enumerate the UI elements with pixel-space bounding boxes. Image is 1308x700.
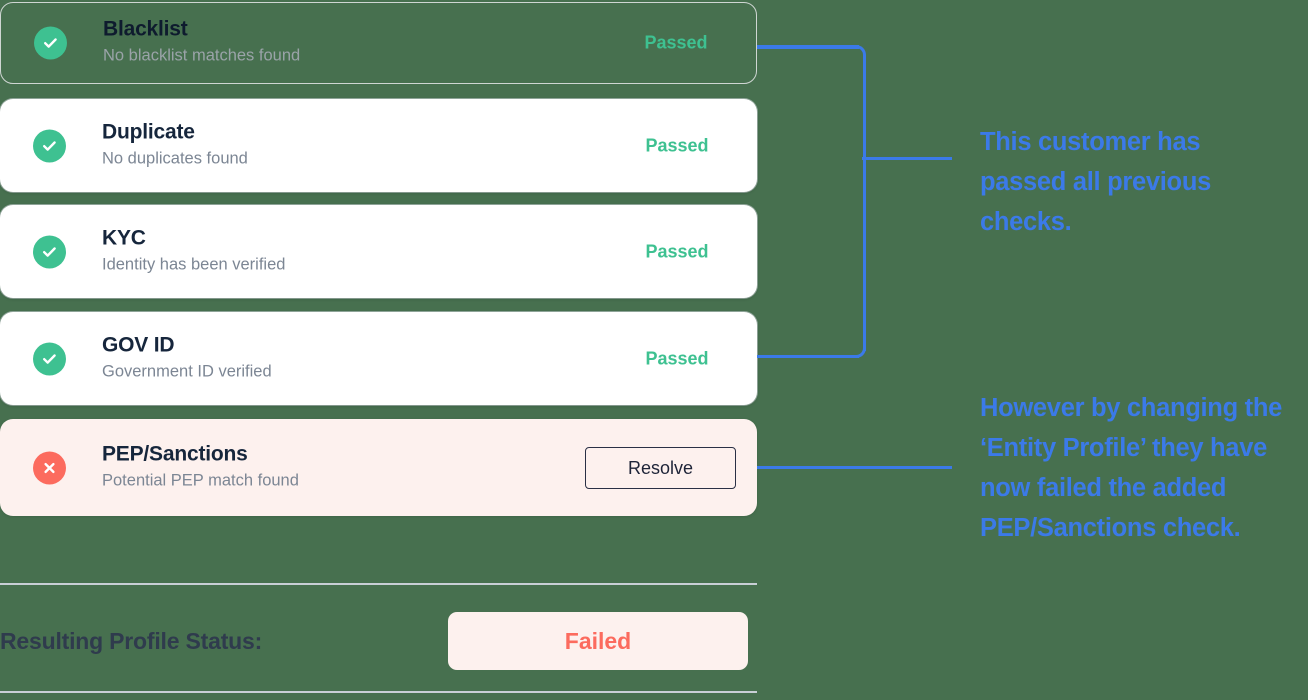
resolve-button[interactable]: Resolve <box>585 446 736 489</box>
check-subtitle: Identity has been verified <box>102 255 286 274</box>
check-card-kyc[interactable]: KYC Identity has been verified Passed <box>0 205 757 298</box>
check-card-blacklist[interactable]: Blacklist No blacklist matches found Pas… <box>0 2 757 84</box>
connector-line-gov-id <box>757 354 859 358</box>
check-subtitle: No blacklist matches found <box>103 46 301 65</box>
check-title: KYC <box>102 226 146 250</box>
check-card-pep-sanctions[interactable]: PEP/Sanctions Potential PEP match found … <box>0 419 757 516</box>
connector-corner-bottom <box>855 347 866 358</box>
x-circle-icon <box>33 451 66 484</box>
check-subtitle: Potential PEP match found <box>102 471 299 490</box>
check-title: Blacklist <box>103 17 188 41</box>
annotation-passed-note: This customer has passed all previous ch… <box>980 128 1211 236</box>
resulting-profile-status-label: Resulting Profile Status: <box>0 628 263 654</box>
connector-line-blacklist <box>757 45 859 49</box>
footer-divider-top <box>0 583 757 585</box>
annotation-failed-note: However by changing the ‘Entity Profile’… <box>980 394 1282 542</box>
connector-line-to-passed-note <box>862 156 952 160</box>
check-circle-icon <box>33 129 66 162</box>
check-status-badge: Passed <box>645 348 709 368</box>
check-card-text: KYC Identity has been verified <box>102 226 285 277</box>
check-subtitle: Government ID verified <box>102 362 272 381</box>
check-status-badge: Passed <box>645 241 709 261</box>
connector-line-to-failed-note <box>757 465 952 469</box>
check-status-badge: Passed <box>645 135 709 155</box>
connector-corner-top <box>855 45 866 56</box>
check-circle-icon <box>33 342 66 375</box>
check-circle-icon <box>33 235 66 268</box>
check-title: PEP/Sanctions <box>102 442 248 466</box>
footer-divider-bottom <box>0 691 757 693</box>
check-card-duplicate[interactable]: Duplicate No duplicates found Passed <box>0 99 757 192</box>
check-card-text: GOV ID Government ID verified <box>102 333 272 384</box>
check-title: Duplicate <box>102 120 195 144</box>
check-card-gov-id[interactable]: GOV ID Government ID verified Passed <box>0 312 757 405</box>
resulting-profile-status-badge: Failed <box>448 612 748 670</box>
check-card-text: Blacklist No blacklist matches found <box>103 18 300 69</box>
check-subtitle: No duplicates found <box>102 149 248 168</box>
connector-spine-vertical <box>862 55 866 351</box>
check-circle-icon <box>34 26 67 60</box>
check-title: GOV ID <box>102 333 175 357</box>
check-card-text: Duplicate No duplicates found <box>102 120 248 171</box>
check-card-text: PEP/Sanctions Potential PEP match found <box>102 442 299 493</box>
check-status-badge: Passed <box>644 32 708 53</box>
